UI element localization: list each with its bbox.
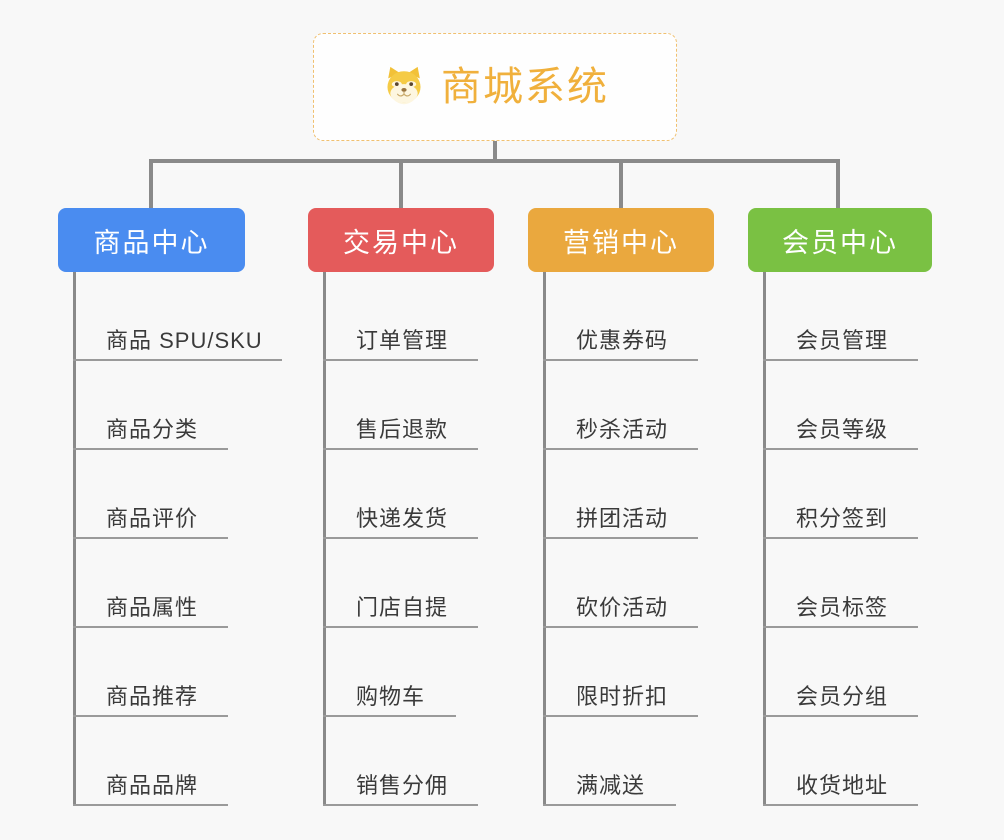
leaf-underline — [323, 537, 478, 539]
connector-horizontal-bus — [149, 159, 840, 163]
leaf-label: 会员管理 — [796, 327, 889, 353]
leaf-item[interactable]: 会员分组 — [763, 628, 932, 717]
leaf-item[interactable]: 快递发货 — [323, 450, 494, 539]
leaf-underline — [763, 359, 918, 361]
leaf-item[interactable]: 限时折扣 — [543, 628, 714, 717]
leaf-label: 砍价活动 — [576, 594, 669, 620]
leaf-item[interactable]: 积分签到 — [763, 450, 932, 539]
leaf-label: 秒杀活动 — [576, 416, 669, 442]
leaf-underline — [543, 448, 698, 450]
leaf-label: 门店自提 — [356, 594, 449, 620]
leaf-item[interactable]: 商品分类 — [73, 361, 245, 450]
leaf-label: 优惠券码 — [576, 327, 669, 353]
leaf-label: 限时折扣 — [576, 683, 669, 709]
leaf-item[interactable]: 拼团活动 — [543, 450, 714, 539]
leaf-item[interactable]: 优惠券码 — [543, 272, 714, 361]
leaf-underline — [543, 804, 676, 806]
leaf-item[interactable]: 会员等级 — [763, 361, 932, 450]
branch-header-product[interactable]: 商品中心 — [58, 208, 245, 272]
connector-drop-col-4 — [836, 159, 840, 208]
leaf-item[interactable]: 门店自提 — [323, 539, 494, 628]
leaf-underline — [763, 715, 918, 717]
leaf-underline — [323, 626, 478, 628]
leaf-item[interactable]: 购物车 — [323, 628, 494, 717]
leaf-underline — [73, 715, 228, 717]
leaf-label: 会员分组 — [796, 683, 889, 709]
leaf-item[interactable]: 商品属性 — [73, 539, 245, 628]
branch-items-product: 商品 SPU/SKU 商品分类 商品评价 商品属性 商品推荐 商品品牌 — [73, 272, 282, 806]
leaf-label: 订单管理 — [356, 327, 449, 353]
leaf-underline — [763, 626, 918, 628]
leaf-item[interactable]: 商品评价 — [73, 450, 245, 539]
leaf-underline — [543, 715, 698, 717]
branch-header-label: 商品中心 — [93, 227, 210, 258]
leaf-underline — [323, 359, 478, 361]
branch-items-marketing: 优惠券码 秒杀活动 拼团活动 砍价活动 限时折扣 满减送 — [543, 272, 714, 806]
leaf-label: 商品属性 — [106, 594, 199, 620]
leaf-label: 会员等级 — [796, 416, 889, 442]
leaf-label: 快递发货 — [356, 505, 449, 531]
leaf-underline — [543, 359, 698, 361]
leaf-item[interactable]: 会员管理 — [763, 272, 932, 361]
leaf-item[interactable]: 商品推荐 — [73, 628, 245, 717]
branch-column-product: 商品中心 商品 SPU/SKU 商品分类 商品评价 商品属性 商品推荐 — [58, 208, 282, 806]
leaf-label: 商品 SPU/SKU — [106, 327, 263, 353]
branch-header-label: 交易中心 — [343, 227, 459, 258]
leaf-underline — [543, 626, 698, 628]
branch-header-marketing[interactable]: 营销中心 — [528, 208, 714, 272]
leaf-underline — [543, 537, 698, 539]
branch-items-trade: 订单管理 售后退款 快递发货 门店自提 购物车 销售分佣 — [323, 272, 494, 806]
leaf-label: 售后退款 — [356, 416, 449, 442]
branch-items-member: 会员管理 会员等级 积分签到 会员标签 会员分组 收货地址 — [763, 272, 932, 806]
leaf-item[interactable]: 商品 SPU/SKU — [73, 272, 282, 361]
leaf-item[interactable]: 会员标签 — [763, 539, 932, 628]
connector-drop-col-1 — [149, 159, 153, 208]
leaf-item[interactable]: 收货地址 — [763, 717, 932, 806]
branch-header-member[interactable]: 会员中心 — [748, 208, 932, 272]
leaf-label: 商品分类 — [106, 416, 199, 442]
leaf-item[interactable]: 销售分佣 — [323, 717, 494, 806]
branch-header-label: 会员中心 — [782, 227, 898, 258]
leaf-label: 积分签到 — [796, 505, 889, 531]
leaf-underline — [763, 804, 918, 806]
connector-drop-col-3 — [619, 159, 623, 208]
branch-column-member: 会员中心 会员管理 会员等级 积分签到 会员标签 会员分组 — [748, 208, 932, 806]
leaf-underline — [323, 804, 478, 806]
leaf-underline — [73, 359, 282, 361]
leaf-item[interactable]: 秒杀活动 — [543, 361, 714, 450]
leaf-label: 商品推荐 — [106, 683, 199, 709]
leaf-underline — [73, 804, 228, 806]
leaf-label: 购物车 — [356, 683, 426, 709]
leaf-label: 销售分佣 — [356, 772, 449, 798]
shiba-dog-face-icon — [381, 64, 427, 110]
leaf-underline — [323, 715, 456, 717]
leaf-label: 拼团活动 — [576, 505, 669, 531]
leaf-underline — [73, 537, 228, 539]
connector-root-stem — [493, 141, 497, 162]
leaf-underline — [323, 448, 478, 450]
branch-header-trade[interactable]: 交易中心 — [308, 208, 494, 272]
leaf-label: 满减送 — [576, 772, 646, 798]
branch-header-label: 营销中心 — [563, 227, 679, 258]
leaf-label: 商品品牌 — [106, 772, 199, 798]
leaf-underline — [763, 537, 918, 539]
leaf-underline — [763, 448, 918, 450]
leaf-underline — [73, 626, 228, 628]
leaf-underline — [73, 448, 228, 450]
branch-column-marketing: 营销中心 优惠券码 秒杀活动 拼团活动 砍价活动 限时折扣 — [528, 208, 714, 806]
leaf-label: 商品评价 — [106, 505, 199, 531]
leaf-item[interactable]: 满减送 — [543, 717, 714, 806]
root-title: 商城系统 — [441, 65, 609, 109]
branch-column-trade: 交易中心 订单管理 售后退款 快递发货 门店自提 购物车 — [308, 208, 494, 806]
leaf-item[interactable]: 订单管理 — [323, 272, 494, 361]
leaf-label: 收货地址 — [796, 772, 889, 798]
leaf-label: 会员标签 — [796, 594, 889, 620]
leaf-item[interactable]: 砍价活动 — [543, 539, 714, 628]
leaf-item[interactable]: 商品品牌 — [73, 717, 245, 806]
leaf-item[interactable]: 售后退款 — [323, 361, 494, 450]
connector-drop-col-2 — [399, 159, 403, 208]
root-node[interactable]: 商城系统 — [313, 33, 677, 141]
